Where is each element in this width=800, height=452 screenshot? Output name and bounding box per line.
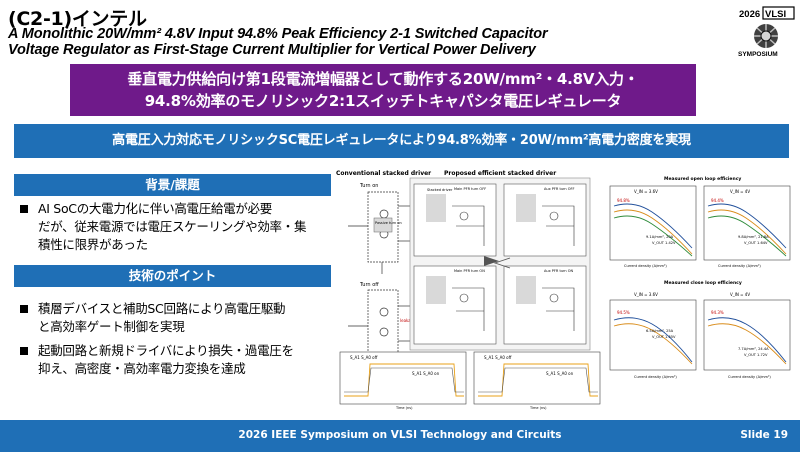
leakage-label: leakage — [400, 318, 416, 323]
proposed-driver-grid — [409, 177, 591, 351]
plot1-note2: V_OUT 1.42V — [652, 241, 676, 245]
waveform2-xaxis: Time (ns) — [529, 406, 547, 410]
open-loop-title: Measured open loop efficiency — [664, 176, 741, 182]
efficiency-plot-2 — [703, 185, 791, 261]
slide-number: Slide 19 — [740, 429, 788, 441]
efficiency-plot-4 — [703, 299, 791, 371]
key-result-banner: 高電圧入力対応モノリシックSC電圧レギュレータにより94.8%効率・20W/mm… — [14, 124, 789, 158]
tech-bullet-1-line2: と高効率ゲート制御を実現 — [38, 319, 185, 334]
efficiency-plot-3 — [609, 299, 697, 371]
waveform1-off: S_A1 S_A0 off — [350, 355, 378, 360]
stacked-driver-label: Stacked driver — [427, 188, 453, 192]
background-bullet-line1: AI SoCの大電力化に伴い高電圧給電が必要 — [38, 201, 272, 216]
plot4-note: 7.7A/mm², 24.4A — [738, 347, 769, 351]
waveform2-off: S_A1 S_A0 off — [484, 355, 512, 360]
aux-pfr-on-label: Aux PFR turn ON — [544, 269, 574, 273]
plot2-peak: 94.4% — [711, 198, 724, 203]
logo-symposium: SYMPOSIUM — [738, 51, 778, 58]
tech-bullet-1: 積層デバイスと補助SC回路により高電圧駆動 と高効率ゲート制御を実現 — [20, 300, 332, 336]
turn-off-label: Turn off — [359, 282, 379, 288]
turn-on-label: Turn on — [359, 183, 378, 189]
paper-title-line1: A Monolithic 20W/mm² 4.8V Input 94.8% Pe… — [8, 26, 548, 42]
waveform1-on: S_A1 S_A0 on — [412, 371, 440, 376]
plot3-note: 6.5A/mm², 25A — [646, 329, 674, 333]
plot2-vin: V_IN = 4V — [730, 189, 750, 194]
background-bullet-line2: だが、従来電源では電圧スケーリングや効率・集 — [38, 219, 307, 234]
paper-title: A Monolithic 20W/mm² 4.8V Input 94.8% Pe… — [8, 26, 708, 58]
bullet-marker — [20, 305, 28, 313]
conventional-driver-off — [348, 289, 414, 359]
background-bullet: AI SoCの大電力化に伴い高電圧給電が必要 だが、従来電源では電圧スケーリング… — [20, 200, 332, 254]
tech-bullet-2-line1: 起動回路と新規ドライバにより損失・過電圧を — [38, 343, 294, 358]
tech-bullet-2: 起動回路と新規ドライバにより損失・過電圧を 抑え、高密度・高効率電力変換を達成 — [20, 342, 332, 378]
background-bullet-line3: 積性に限界があった — [38, 237, 148, 252]
main-pfr-on-label: Main PFR turn ON — [454, 269, 485, 273]
proposed-title: Proposed efficient stacked driver — [444, 170, 556, 177]
waveform-2 — [473, 351, 601, 405]
plot4-vin: V_IN = 4V — [730, 292, 750, 297]
tech-bullet-1-line1: 積層デバイスと補助SC回路により高電圧駆動 — [38, 301, 286, 316]
footer-conference: 2026 IEEE Symposium on VLSI Technology a… — [238, 429, 562, 441]
tech-bullet-2-line2: 抑え、高密度・高効率電力変換を達成 — [38, 361, 246, 376]
bullet-marker — [20, 205, 28, 213]
conventional-title: Conventional stacked driver — [336, 170, 431, 177]
plot1-peak: 94.8% — [617, 198, 630, 203]
waveform2-on: S_A1 S_A0 on — [546, 371, 574, 376]
bullet-marker — [20, 347, 28, 355]
plot1-vin: V_IN = 3.6V — [634, 189, 658, 194]
paper-title-line2: Voltage Regulator as First-Stage Current… — [8, 42, 536, 58]
plot4-note2: V_OUT 1.72V — [744, 353, 768, 357]
slide-title: (C2-1)インテル — [8, 8, 147, 30]
plot3-xaxis: Current density (A/mm²) — [634, 375, 677, 379]
passive-turn-on-label: Passive turn on — [375, 221, 402, 225]
plot2-note2: V_OUT 1.64V — [744, 241, 768, 245]
summary-line1: 垂直電力供給向け第1段電流増幅器として動作する20W/mm²・4.8V入力・ — [127, 70, 639, 88]
closed-loop-title: Measured close loop efficiency — [664, 280, 742, 286]
background-heading: 背景/課題 — [14, 174, 331, 196]
vlsi-symposium-logo: 2026 VLSI SYMPOSIUM — [738, 6, 795, 58]
footer-bar: 2026 IEEE Symposium on VLSI Technology a… — [0, 420, 800, 452]
plot3-vin: V_IN = 3.6V — [634, 292, 658, 297]
plot3-note2: V_OUT 1.55V — [652, 335, 676, 339]
plot2-xaxis: Current density (A/mm²) — [718, 264, 761, 268]
conventional-driver-on — [348, 191, 414, 274]
summary-banner: 垂直電力供給向け第1段電流増幅器として動作する20W/mm²・4.8V入力・ 9… — [70, 64, 696, 116]
plot2-note: 9.8A/mm², 21.8A — [738, 235, 769, 239]
technical-figure: Conventional stacked driver Turn on Pass… — [336, 170, 791, 410]
efficiency-plot-1 — [609, 185, 697, 261]
waveform1-xaxis: Time (ns) — [395, 406, 413, 410]
plot1-note: 9.1A/mm², 20A — [646, 235, 674, 239]
logo-vlsi: VLSI — [765, 9, 786, 20]
plot3-peak: 94.5% — [617, 310, 630, 315]
waveform-1 — [339, 351, 467, 405]
plot4-xaxis: Current density (A/mm²) — [728, 375, 771, 379]
plot1-xaxis: Current density (A/mm²) — [624, 264, 667, 268]
aux-pfr-off-label: Aux PFR turn OFF — [544, 187, 575, 191]
tech-heading: 技術のポイント — [14, 265, 331, 287]
plot4-peak: 94.3% — [711, 310, 724, 315]
summary-line2: 94.8%効率のモノリシック2:1スイッチトキャパシタ電圧レギュレータ — [144, 92, 622, 110]
logo-year: 2026 — [739, 9, 760, 20]
main-pfr-off-label: Main PFR turn OFF — [454, 187, 486, 191]
